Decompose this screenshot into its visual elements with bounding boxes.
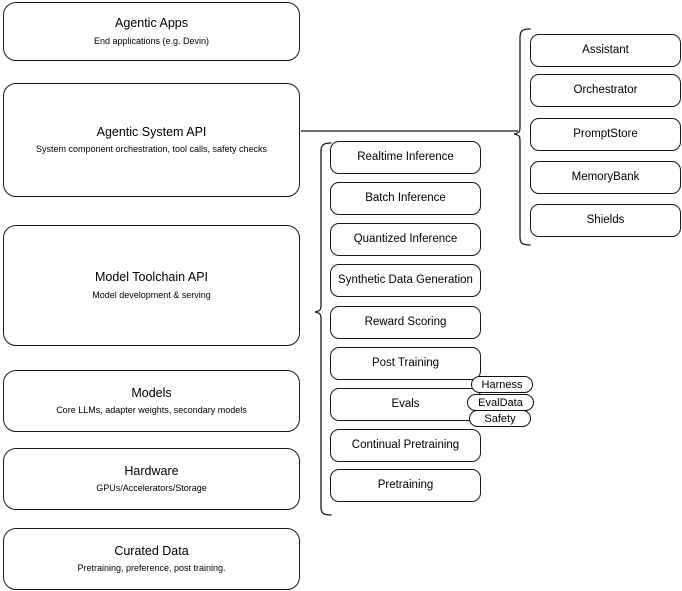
system-node-orchestrator[interactable]: Orchestrator xyxy=(530,74,681,107)
layer-hardware[interactable]: Hardware GPUs/Accelerators/Storage xyxy=(3,448,300,510)
evals-badge-safety[interactable]: Safety xyxy=(469,410,531,427)
evals-badge-harness[interactable]: Harness xyxy=(471,376,533,393)
toolchain-node-continual-pretraining[interactable]: Continual Pretraining xyxy=(330,429,481,462)
badge-label: Safety xyxy=(484,412,516,425)
toolchain-node-realtime-inference[interactable]: Realtime Inference xyxy=(330,141,481,174)
node-label: Evals xyxy=(391,398,420,411)
node-label: Quantized Inference xyxy=(353,233,458,246)
layer-title: Curated Data xyxy=(114,543,189,558)
layer-title: Model Toolchain API xyxy=(94,270,209,285)
layer-agentic-system-api[interactable]: Agentic System API System component orch… xyxy=(3,83,300,197)
toolchain-node-batch-inference[interactable]: Batch Inference xyxy=(330,182,481,215)
node-label: Continual Pretraining xyxy=(351,439,460,452)
evals-badge-evaldata[interactable]: EvalData xyxy=(467,394,534,411)
node-label: Orchestrator xyxy=(573,84,638,97)
layer-curated-data[interactable]: Curated Data Pretraining, preference, po… xyxy=(3,528,300,590)
layer-title: Models xyxy=(131,385,172,400)
toolchain-node-quantized-inference[interactable]: Quantized Inference xyxy=(330,223,481,256)
layer-title: Agentic System API xyxy=(96,124,207,139)
node-label: Shields xyxy=(586,214,625,227)
node-label: Assistant xyxy=(582,44,629,57)
system-node-shields[interactable]: Shields xyxy=(530,204,681,237)
toolchain-node-post-training[interactable]: Post Training xyxy=(330,347,481,380)
layer-title: Hardware xyxy=(124,463,179,478)
layer-subtitle: End applications (e.g. Devin) xyxy=(93,35,210,46)
badge-label: Harness xyxy=(481,378,523,391)
node-label: Post Training xyxy=(371,357,440,370)
toolchain-node-evals[interactable]: Evals xyxy=(330,388,481,421)
layer-agentic-apps[interactable]: Agentic Apps End applications (e.g. Devi… xyxy=(3,2,300,61)
node-label: Batch Inference xyxy=(365,192,446,205)
layer-subtitle: Model development & serving xyxy=(92,289,211,300)
system-node-promptstore[interactable]: PromptStore xyxy=(530,118,681,151)
layer-models[interactable]: Models Core LLMs, adapter weights, secon… xyxy=(3,370,300,432)
badge-label: EvalData xyxy=(478,396,523,409)
toolchain-node-reward-scoring[interactable]: Reward Scoring xyxy=(330,306,481,339)
layer-subtitle: Pretraining, preference, post training. xyxy=(77,563,226,574)
node-label: Realtime Inference xyxy=(357,151,454,164)
toolchain-node-synthetic-data-generation[interactable]: Synthetic Data Generation xyxy=(330,264,481,297)
layer-subtitle: GPUs/Accelerators/Storage xyxy=(96,483,207,494)
system-node-assistant[interactable]: Assistant xyxy=(530,34,681,67)
layer-subtitle: System component orchestration, tool cal… xyxy=(35,144,268,155)
layer-title: Agentic Apps xyxy=(115,16,188,31)
node-label: Reward Scoring xyxy=(364,316,447,329)
layer-model-toolchain-api[interactable]: Model Toolchain API Model development & … xyxy=(3,225,300,346)
node-label: PromptStore xyxy=(573,128,638,141)
node-label: Synthetic Data Generation xyxy=(338,274,473,287)
layer-subtitle: Core LLMs, adapter weights, secondary mo… xyxy=(56,405,247,416)
node-label: MemoryBank xyxy=(571,171,640,184)
system-node-memorybank[interactable]: MemoryBank xyxy=(530,161,681,194)
node-label: Pretraining xyxy=(377,479,434,492)
toolchain-node-pretraining[interactable]: Pretraining xyxy=(330,469,481,502)
